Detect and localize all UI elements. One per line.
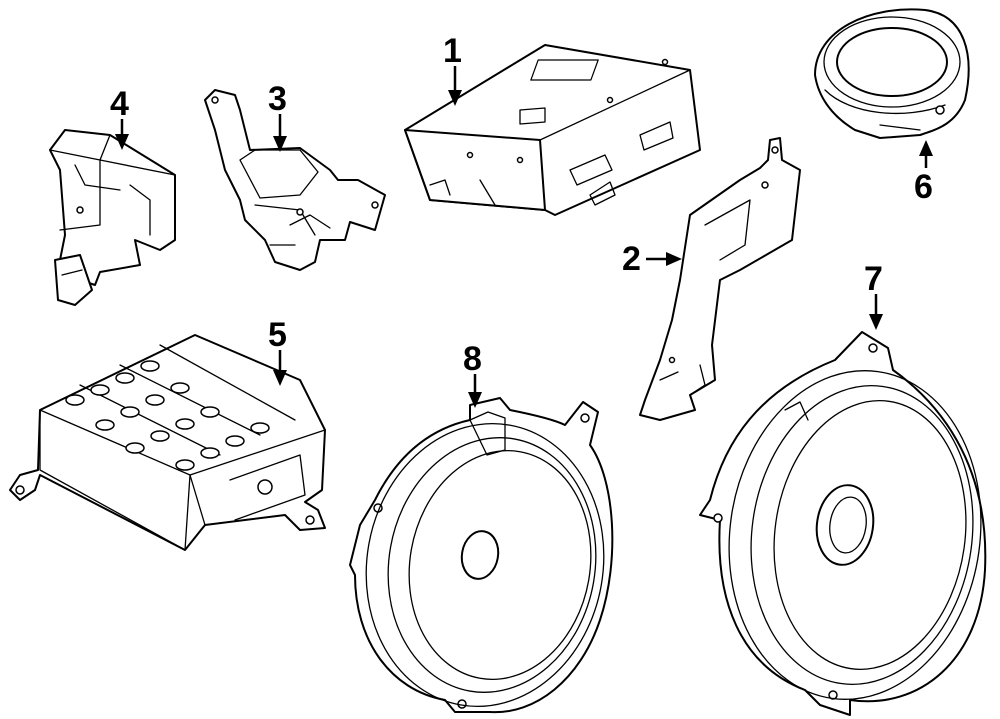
part-2-mounting-bracket[interactable] xyxy=(639,137,801,421)
callout-8: 8 xyxy=(463,340,482,408)
part-3-control-module[interactable] xyxy=(204,89,386,271)
callout-2: 2 xyxy=(622,240,682,278)
callout-3-label: 3 xyxy=(268,80,287,118)
callout-6-label: 6 xyxy=(914,168,933,206)
part-7-speaker-right[interactable] xyxy=(699,331,1000,716)
callout-1-label: 1 xyxy=(443,32,462,70)
callout-1: 1 xyxy=(443,32,462,106)
callout-3: 3 xyxy=(268,80,287,152)
callout-4: 4 xyxy=(110,85,129,150)
callout-4-label: 4 xyxy=(110,85,129,123)
callout-8-label: 8 xyxy=(463,340,482,378)
callout-2-label: 2 xyxy=(622,240,641,278)
callout-7-label: 7 xyxy=(864,260,883,298)
part-6-tweeter[interactable] xyxy=(814,8,970,139)
callout-6: 6 xyxy=(914,140,933,206)
part-1-receiver-unit[interactable] xyxy=(404,44,701,216)
callout-5: 5 xyxy=(268,316,287,386)
part-4-sensor-module[interactable] xyxy=(49,129,176,306)
part-5-amplifier[interactable] xyxy=(9,334,326,551)
callout-5-label: 5 xyxy=(268,316,287,354)
callout-7: 7 xyxy=(864,260,883,330)
part-8-speaker-left[interactable] xyxy=(344,397,626,719)
